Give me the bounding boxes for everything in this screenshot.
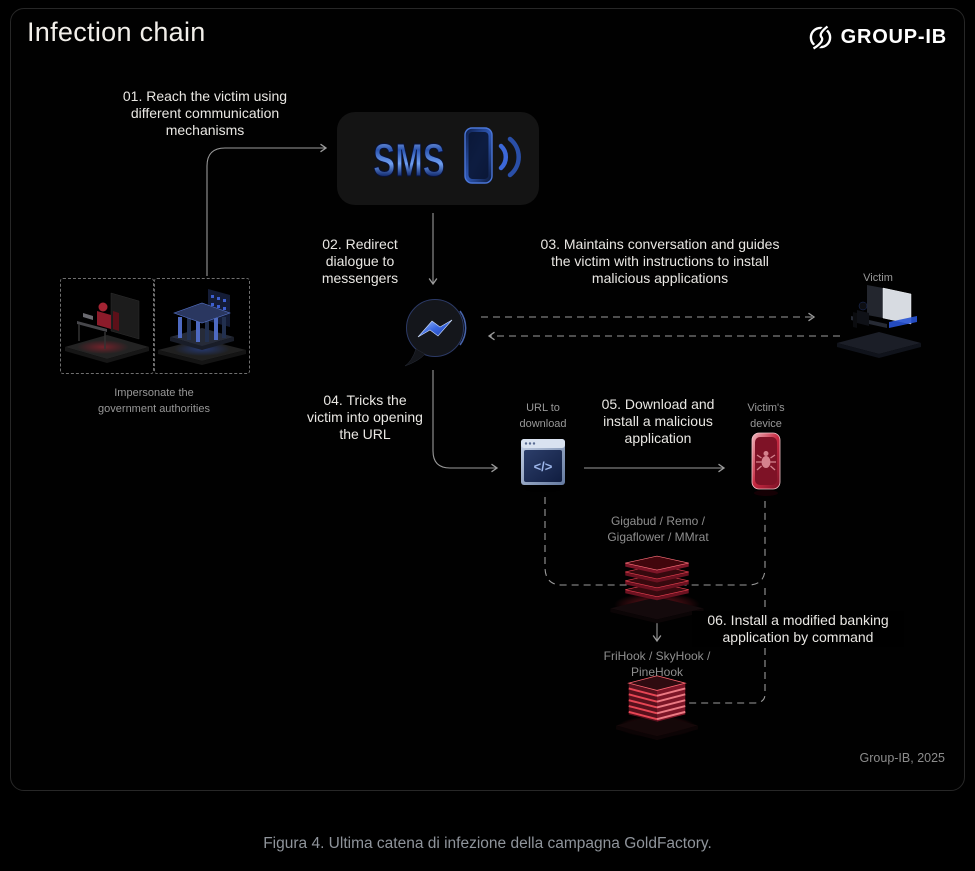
government-building-scene <box>158 289 246 365</box>
url-label: URL to download <box>519 402 567 430</box>
step-05-text: 05. Download and install a malicious app… <box>601 396 715 446</box>
step-04-text: 04. Tricks the victim into opening the U… <box>307 392 423 442</box>
victim-scene <box>833 282 925 365</box>
dashed-connector-command <box>689 588 766 704</box>
browser-code-icon: </> <box>516 435 570 498</box>
brand-name: GROUP-IB <box>840 26 947 48</box>
communication-panel: SMS <box>337 112 539 205</box>
figure-caption: Figura 4. Ultima catena di infezione del… <box>263 835 712 852</box>
victims-device-label: Victim's device <box>747 402 785 430</box>
arrow-messenger-to-url <box>432 370 499 473</box>
code-glyph: </> <box>534 459 553 474</box>
step-06-text: 06. Install a modified banking applicati… <box>692 611 904 647</box>
government-box <box>154 278 250 374</box>
victim-label: Victim <box>863 272 893 284</box>
malware-cube-icon <box>607 668 707 751</box>
phone-ring-icon <box>464 127 521 184</box>
impersonate-label: Impersonate the government authorities <box>98 387 210 415</box>
malware-group2-label: FriHook / SkyHook / PineHook <box>603 649 711 679</box>
step-01-text: 01. Reach the victim using different com… <box>122 88 288 138</box>
step-03-text: 03. Maintains conversation and guides th… <box>540 236 780 286</box>
messenger-icon <box>401 295 469 374</box>
malware-group1-label: Gigabud / Remo / Gigaflower / MMrat <box>607 514 709 544</box>
page-title: Infection chain <box>27 17 206 47</box>
arrow-impersonate-to-sms <box>206 143 328 276</box>
step-02-text: 02. Redirect dialogue to messengers <box>321 236 399 286</box>
brand-mark-icon <box>809 24 831 51</box>
sms-3d-text: SMS <box>373 136 445 186</box>
sms-icon: SMS <box>373 135 446 186</box>
infected-phone-icon <box>746 429 786 502</box>
brand-logo: GROUP-IB <box>807 24 947 51</box>
credit-text: Group-IB, 2025 <box>859 751 945 765</box>
hacker-box <box>60 278 154 374</box>
dashed-connector-malware <box>544 497 766 586</box>
hacker-scene <box>65 292 149 363</box>
malware-stack-icon <box>599 543 715 632</box>
